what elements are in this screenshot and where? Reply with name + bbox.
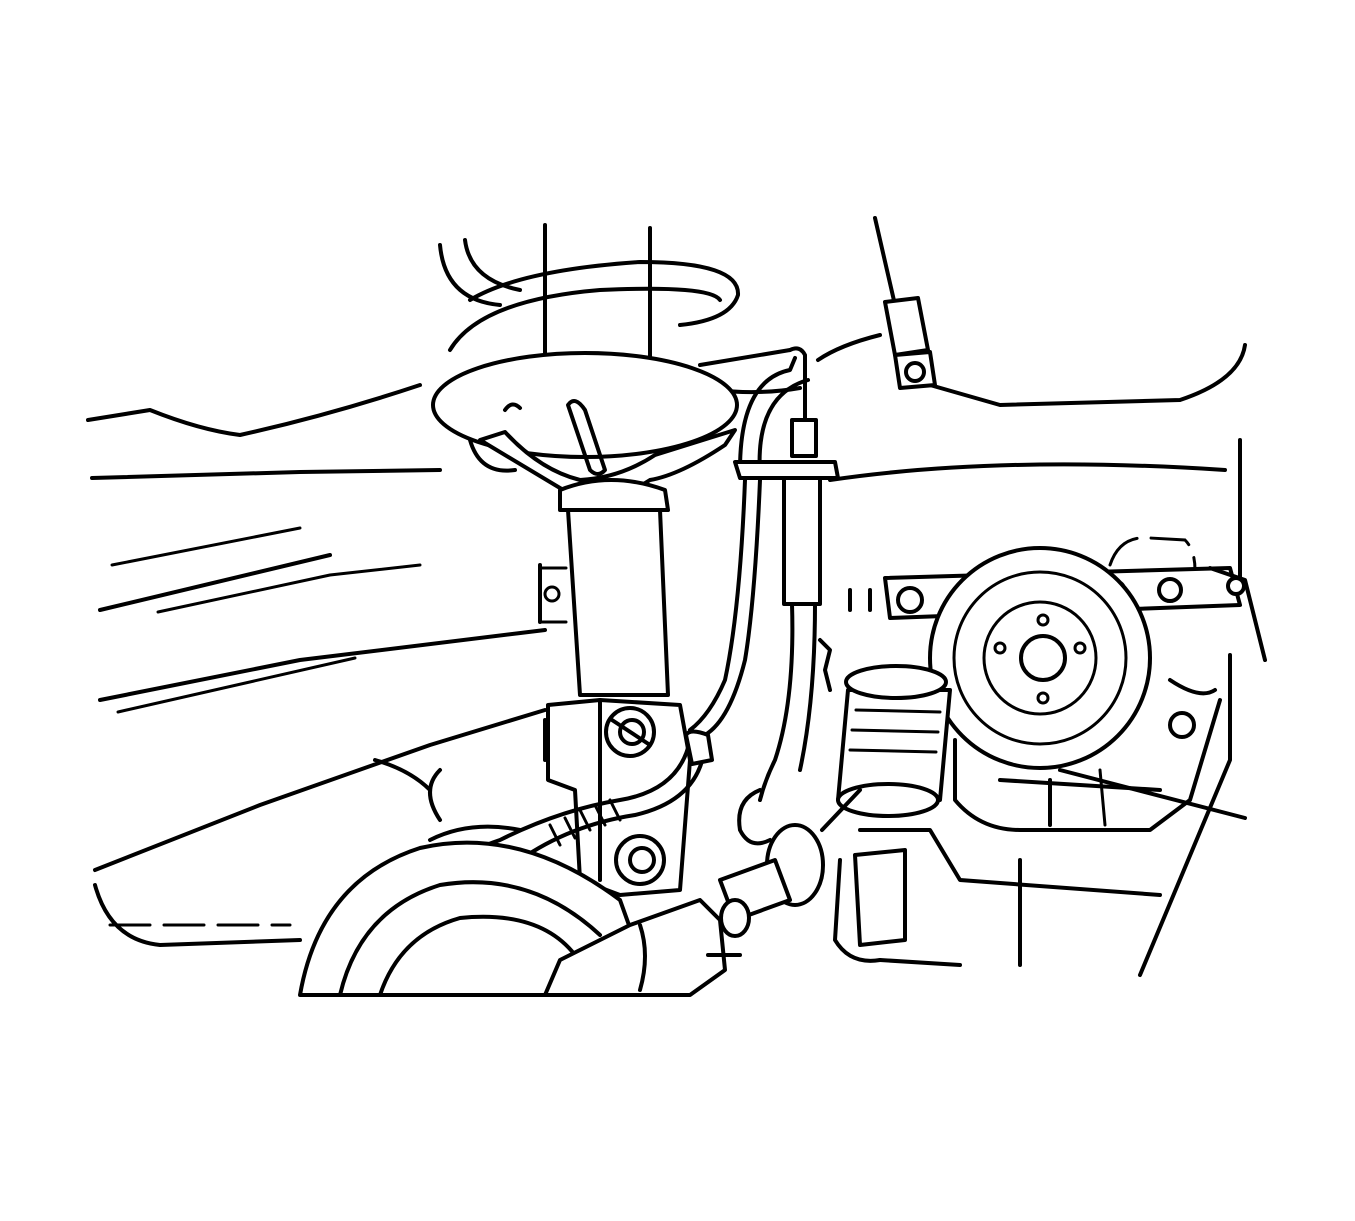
brake-hose: [688, 333, 882, 802]
oil-filter: [836, 664, 952, 818]
strut-body: [538, 478, 670, 697]
mounting-bracket: [873, 216, 937, 390]
pulley: [928, 546, 1152, 770]
lower-control-arm: [373, 758, 442, 822]
brake-rotor: [298, 824, 647, 997]
coil-spring: [438, 223, 741, 362]
steering-knuckle: [543, 898, 742, 997]
tie-rod: [718, 788, 862, 938]
spring-seat: [431, 351, 739, 502]
engine-block: [818, 588, 1247, 977]
lower-strut-nut: [614, 834, 666, 886]
upper-strut-nut: [604, 706, 656, 758]
